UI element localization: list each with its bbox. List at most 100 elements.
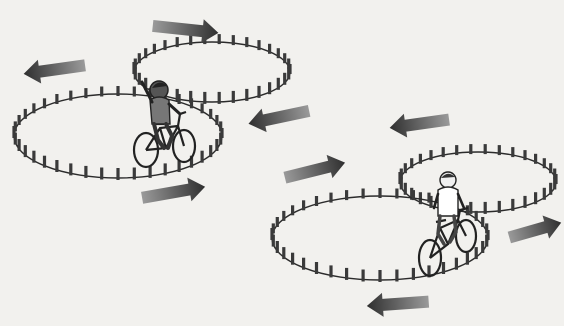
cone-icon	[32, 151, 35, 163]
cone-icon	[315, 262, 318, 274]
cone-icon	[100, 168, 103, 180]
cone-icon	[24, 145, 27, 157]
cone-icon	[215, 115, 218, 125]
cone-icon	[257, 86, 260, 98]
cone-icon	[178, 94, 181, 104]
cone-icon	[55, 94, 58, 104]
cone-icon	[18, 139, 21, 151]
arrow-icon	[506, 211, 564, 249]
cone-icon	[277, 78, 280, 90]
arrow-icon	[366, 290, 430, 318]
cone-icon	[455, 145, 458, 155]
cone-icon	[400, 169, 403, 179]
cone-icon	[362, 189, 365, 199]
cone-icon	[190, 98, 193, 108]
cone-icon	[455, 258, 458, 270]
cone-icon	[84, 88, 87, 98]
cone-icon	[134, 59, 137, 69]
cone-icon	[553, 169, 556, 179]
cone-icon	[404, 183, 407, 195]
cone-icon	[412, 190, 415, 200]
cone-icon	[395, 189, 398, 199]
arrow-icon	[388, 108, 451, 140]
cone-icon	[32, 103, 35, 113]
cone-icon	[69, 163, 72, 175]
cone-icon	[100, 87, 103, 97]
cone-icon	[466, 253, 469, 265]
cone-icon	[395, 270, 398, 282]
cone-icon	[378, 270, 381, 282]
cone-icon	[176, 37, 179, 47]
cone-icon	[345, 190, 348, 200]
cone-icon	[215, 139, 218, 151]
cone-icon	[469, 144, 472, 154]
cone-icon	[523, 196, 526, 208]
arrow-icon	[246, 99, 312, 135]
left-front-ring	[12, 86, 223, 180]
cone-icon	[257, 40, 260, 50]
cone-icon	[410, 158, 413, 168]
cone-icon	[14, 121, 17, 131]
cone-icon	[498, 201, 501, 213]
cone-icon	[282, 211, 285, 221]
cone-icon	[138, 53, 141, 63]
cone-icon	[534, 154, 537, 164]
cone-icon	[283, 73, 286, 85]
cone-icon	[138, 73, 141, 85]
cone-icon	[485, 223, 488, 233]
cone-icon	[553, 178, 556, 190]
cone-icon	[345, 268, 348, 280]
cone-icon	[277, 48, 280, 58]
cone-icon	[291, 253, 294, 265]
cone-icon	[218, 34, 221, 44]
cone-icon	[543, 158, 546, 168]
cone-icon	[24, 109, 27, 119]
cone-icon	[133, 168, 136, 180]
cone-icon	[442, 147, 445, 157]
cone-icon	[484, 202, 487, 214]
cone-icon	[511, 147, 514, 157]
right-figure-eight-group	[270, 108, 564, 318]
cone-icon	[475, 247, 478, 259]
cone-icon	[276, 217, 279, 227]
cone-icon	[164, 163, 167, 175]
cone-icon	[329, 265, 332, 277]
cone-icon	[511, 199, 514, 211]
rider-icon	[434, 172, 464, 244]
cone-icon	[43, 156, 46, 168]
right-back-ring	[398, 144, 557, 214]
cone-icon	[245, 37, 248, 47]
cone-icon	[203, 92, 206, 104]
cone-icon	[209, 109, 212, 119]
cone-icon	[523, 150, 526, 160]
cone-icon	[287, 59, 290, 69]
cone-icon	[404, 163, 407, 173]
cone-icon	[549, 163, 552, 173]
arrow-icon	[282, 151, 348, 189]
cone-icon	[144, 48, 147, 58]
cone-icon	[481, 217, 484, 227]
cone-icon	[116, 168, 119, 180]
cone-icon	[543, 188, 546, 200]
cone-icon	[302, 258, 305, 270]
cone-icon	[232, 35, 235, 45]
cone-icon	[163, 40, 166, 50]
cone-icon	[201, 151, 204, 163]
cone-icon	[218, 92, 221, 104]
cone-icon	[232, 91, 235, 103]
cone-icon	[302, 200, 305, 210]
left-figure-eight-group	[12, 14, 311, 210]
cone-icon	[69, 91, 72, 101]
cone-icon	[475, 211, 478, 221]
cone-icon	[283, 53, 286, 63]
cone-icon	[427, 193, 430, 203]
left-cyclist	[134, 81, 195, 167]
cone-icon	[149, 166, 152, 178]
cone-icon	[362, 270, 365, 282]
cone-icon	[189, 35, 192, 45]
cone-icon	[469, 202, 472, 214]
cone-icon	[442, 262, 445, 274]
cone-icon	[485, 235, 488, 247]
